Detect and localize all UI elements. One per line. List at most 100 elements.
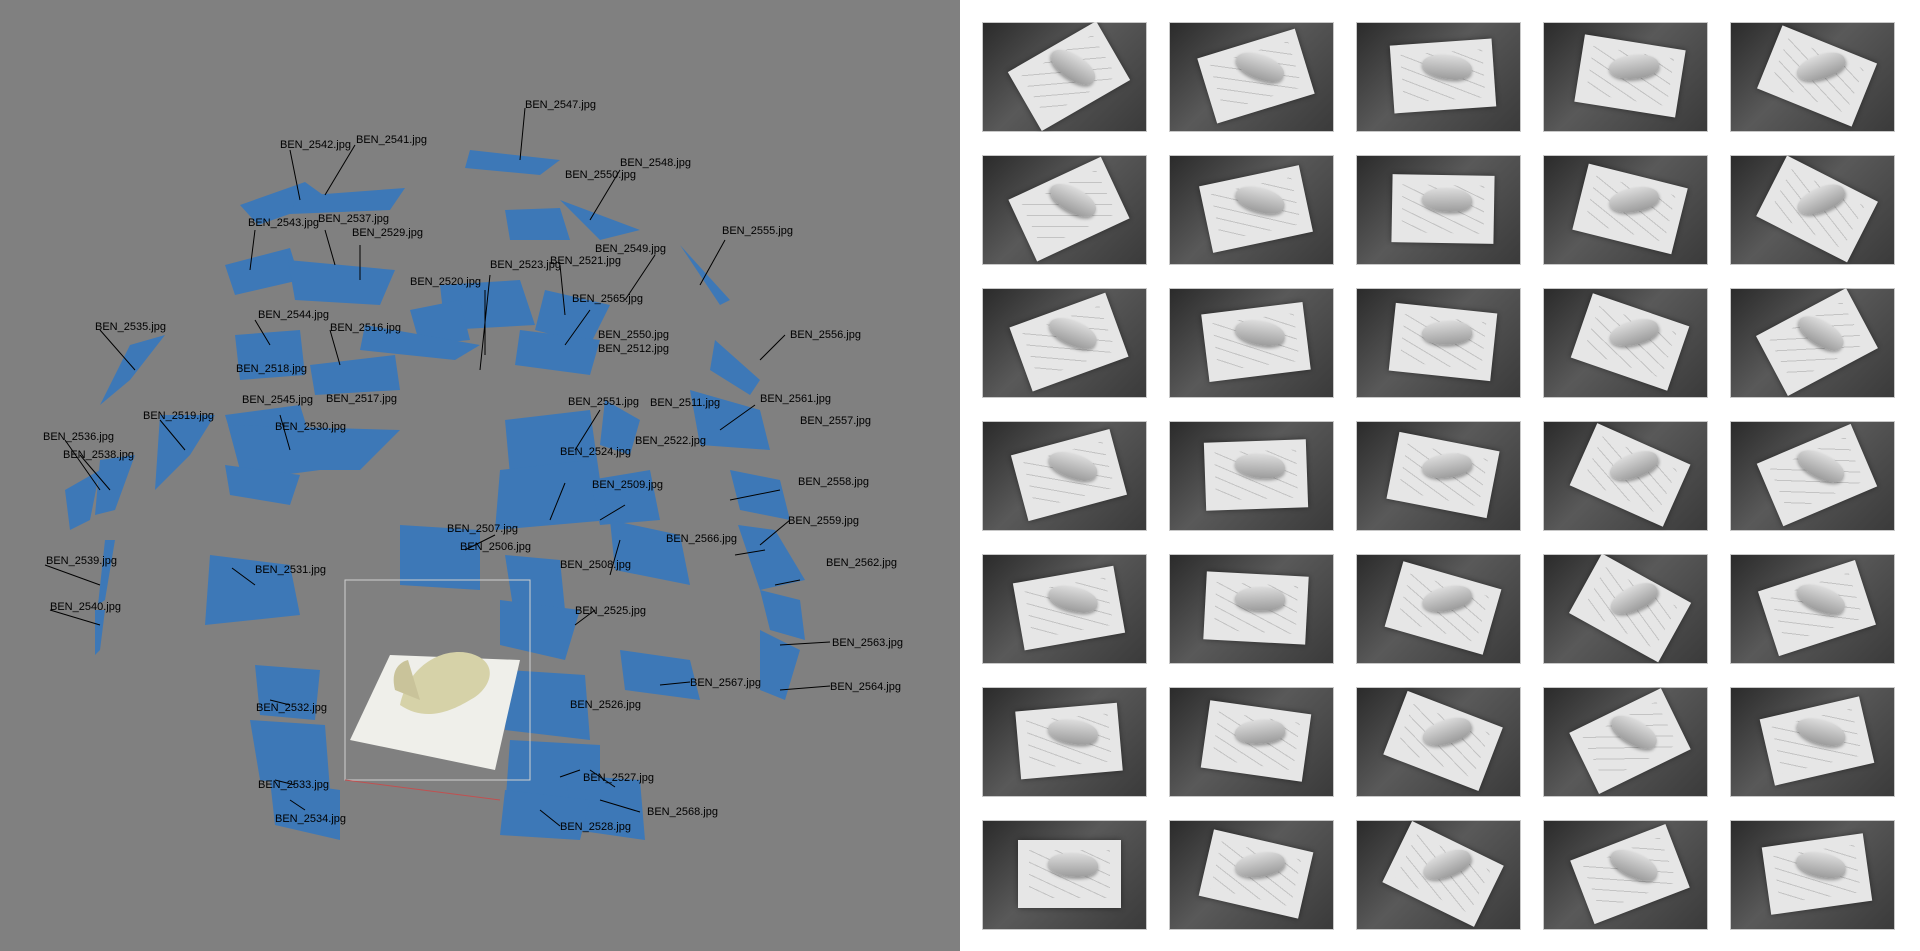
image-thumbnail[interactable]: [1730, 155, 1895, 265]
camera-label: BEN_2520.jpg: [410, 276, 481, 288]
image-thumbnail[interactable]: [1730, 554, 1895, 664]
image-thumbnail[interactable]: [1169, 820, 1334, 930]
image-thumbnail[interactable]: [1543, 554, 1708, 664]
image-thumbnail[interactable]: [1169, 22, 1334, 132]
image-thumbnail[interactable]: [982, 421, 1147, 531]
image-thumbnail[interactable]: [1543, 820, 1708, 930]
image-thumbnail[interactable]: [1543, 687, 1708, 797]
camera-label: BEN_2567.jpg: [690, 677, 761, 689]
camera-label: BEN_2533.jpg: [258, 779, 329, 791]
camera-label: BEN_2508.jpg: [560, 559, 631, 571]
image-thumbnail[interactable]: [1356, 554, 1521, 664]
camera-label: BEN_2559.jpg: [788, 515, 859, 527]
image-thumbnail[interactable]: [1356, 155, 1521, 265]
camera-label: BEN_2557.jpg: [800, 415, 871, 427]
camera-planes: [65, 150, 805, 840]
label-leaders: [44, 107, 831, 827]
camera-label: BEN_2532.jpg: [256, 702, 327, 714]
image-thumbnail[interactable]: [982, 687, 1147, 797]
image-thumbnail[interactable]: [1543, 22, 1708, 132]
image-thumbnail[interactable]: [1356, 421, 1521, 531]
camera-label: BEN_2525.jpg: [575, 605, 646, 617]
camera-label: BEN_2544.jpg: [258, 309, 329, 321]
image-thumbnail[interactable]: [1730, 22, 1895, 132]
camera-label: BEN_2526.jpg: [570, 699, 641, 711]
camera-label: BEN_2512.jpg: [598, 343, 669, 355]
image-thumbnail[interactable]: [982, 820, 1147, 930]
camera-label: BEN_2527.jpg: [583, 772, 654, 784]
thumbnail-grid: [982, 22, 1895, 930]
image-thumbnail[interactable]: [982, 288, 1147, 398]
camera-label: BEN_2558.jpg: [798, 476, 869, 488]
camera-label: BEN_2537.jpg: [318, 213, 389, 225]
camera-label: BEN_2523.jpg: [490, 259, 561, 271]
camera-label: BEN_2564.jpg: [830, 681, 901, 693]
image-thumbnail[interactable]: [1356, 820, 1521, 930]
camera-label: BEN_2543.jpg: [248, 217, 319, 229]
camera-label: BEN_2556.jpg: [790, 329, 861, 341]
camera-label: BEN_2509.jpg: [592, 479, 663, 491]
object-shape: [1048, 853, 1098, 878]
camera-label: BEN_2511.jpg: [650, 397, 720, 409]
image-thumbnail[interactable]: [1356, 22, 1521, 132]
camera-label: BEN_2540.jpg: [50, 601, 121, 613]
camera-label: BEN_2563.jpg: [832, 637, 903, 649]
camera-labels: BEN_2547.jpg BEN_2542.jpg BEN_2541.jpg B…: [43, 99, 903, 833]
image-thumbnail[interactable]: [982, 554, 1147, 664]
camera-label: BEN_2529.jpg: [352, 227, 423, 239]
camera-label: BEN_2565.jpg: [572, 293, 643, 305]
camera-label: BEN_2531.jpg: [255, 564, 326, 576]
camera-label: BEN_2551.jpg: [568, 396, 639, 408]
image-thumbnail[interactable]: [1543, 421, 1708, 531]
image-thumbnail[interactable]: [1356, 687, 1521, 797]
image-thumbnail[interactable]: [1543, 288, 1708, 398]
camera-label: BEN_2536.jpg: [43, 431, 114, 443]
camera-label: BEN_2516.jpg: [330, 322, 401, 334]
camera-label: BEN_2528.jpg: [560, 821, 631, 833]
camera-label: BEN_2524.jpg: [560, 446, 631, 458]
camera-label: BEN_2538.jpg: [63, 449, 134, 461]
image-thumbnail[interactable]: [1169, 687, 1334, 797]
camera-label: BEN_2517.jpg: [326, 393, 397, 405]
camera-label: BEN_2545.jpg: [242, 394, 313, 406]
camera-label: BEN_2549.jpg: [595, 243, 666, 255]
camera-label: BEN_2541.jpg: [356, 134, 427, 146]
image-thumbnail[interactable]: [1169, 554, 1334, 664]
camera-label: BEN_2555.jpg: [722, 225, 793, 237]
camera-label: BEN_2542.jpg: [280, 139, 351, 151]
camera-label: BEN_2568.jpg: [647, 806, 718, 818]
camera-label: BEN_2550.jpg: [598, 329, 669, 341]
camera-label: BEN_2548.jpg: [620, 157, 691, 169]
camera-label: BEN_2507.jpg: [447, 523, 518, 535]
camera-label: BEN_2522.jpg: [635, 435, 706, 447]
camera-label: BEN_2534.jpg: [275, 813, 346, 825]
camera-label: BEN_2535.jpg: [95, 321, 166, 333]
camera-label: BEN_2521.jpg: [550, 255, 621, 267]
image-thumbnail[interactable]: [1356, 288, 1521, 398]
image-thumbnail[interactable]: [1543, 155, 1708, 265]
camera-label: BEN_2547.jpg: [525, 99, 596, 111]
image-thumbnail[interactable]: [982, 155, 1147, 265]
image-thumbnail[interactable]: [1730, 288, 1895, 398]
image-thumbnail[interactable]: [1169, 155, 1334, 265]
paper-sheet: [1018, 839, 1121, 908]
camera-label: BEN_2566.jpg: [666, 533, 737, 545]
camera-scene[interactable]: BEN_2547.jpg BEN_2542.jpg BEN_2541.jpg B…: [0, 0, 960, 951]
image-thumbnail[interactable]: [1169, 288, 1334, 398]
image-thumbnail[interactable]: [1169, 421, 1334, 531]
image-thumbnail[interactable]: [982, 22, 1147, 132]
image-thumbnail[interactable]: [1730, 421, 1895, 531]
camera-label: BEN_2539.jpg: [46, 555, 117, 567]
reconstruction: [344, 579, 531, 801]
3d-viewport[interactable]: BEN_2547.jpg BEN_2542.jpg BEN_2541.jpg B…: [0, 0, 960, 951]
camera-label: BEN_2506.jpg: [460, 541, 531, 553]
camera-label: BEN_2519.jpg: [143, 410, 214, 422]
camera-label: BEN_2530.jpg: [275, 421, 346, 433]
camera-label: BEN_2561.jpg: [760, 393, 831, 405]
camera-label: BEN_2550.jpg: [565, 169, 636, 181]
camera-label: BEN_2562.jpg: [826, 557, 897, 569]
camera-label: BEN_2518.jpg: [236, 363, 307, 375]
image-gallery: [960, 0, 1920, 951]
image-thumbnail[interactable]: [1730, 687, 1895, 797]
image-thumbnail[interactable]: [1730, 820, 1895, 930]
